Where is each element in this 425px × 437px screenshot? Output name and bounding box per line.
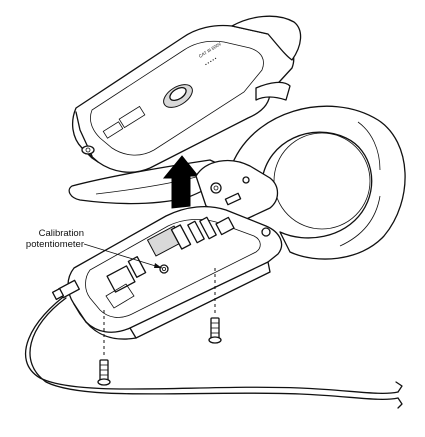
screw-left (97, 359, 111, 386)
bottom-housing-base (51, 205, 283, 340)
calibration-leader-line (83, 243, 163, 269)
top-housing-cover: CAT III 600V ▪ ▪ ▪ ▪ ▪ (71, 15, 302, 173)
clamp-jaw-ring (229, 105, 406, 260)
test-lead-cable (24, 291, 403, 409)
svg-text:▪ ▪ ▪ ▪ ▪: ▪ ▪ ▪ ▪ ▪ (204, 56, 218, 67)
clamp-hinge (195, 159, 279, 223)
calibration-potentiometer-label: Calibration potentiometer (14, 228, 84, 250)
housing-screws (97, 268, 222, 386)
lift-arrow (162, 155, 200, 209)
calibration-potentiometer (159, 264, 169, 274)
calibration-label-line2: potentiometer (25, 239, 84, 250)
screw-right (208, 317, 222, 344)
calibration-leader-arrow (154, 263, 162, 268)
calibration-label-line1: Calibration (38, 228, 84, 239)
